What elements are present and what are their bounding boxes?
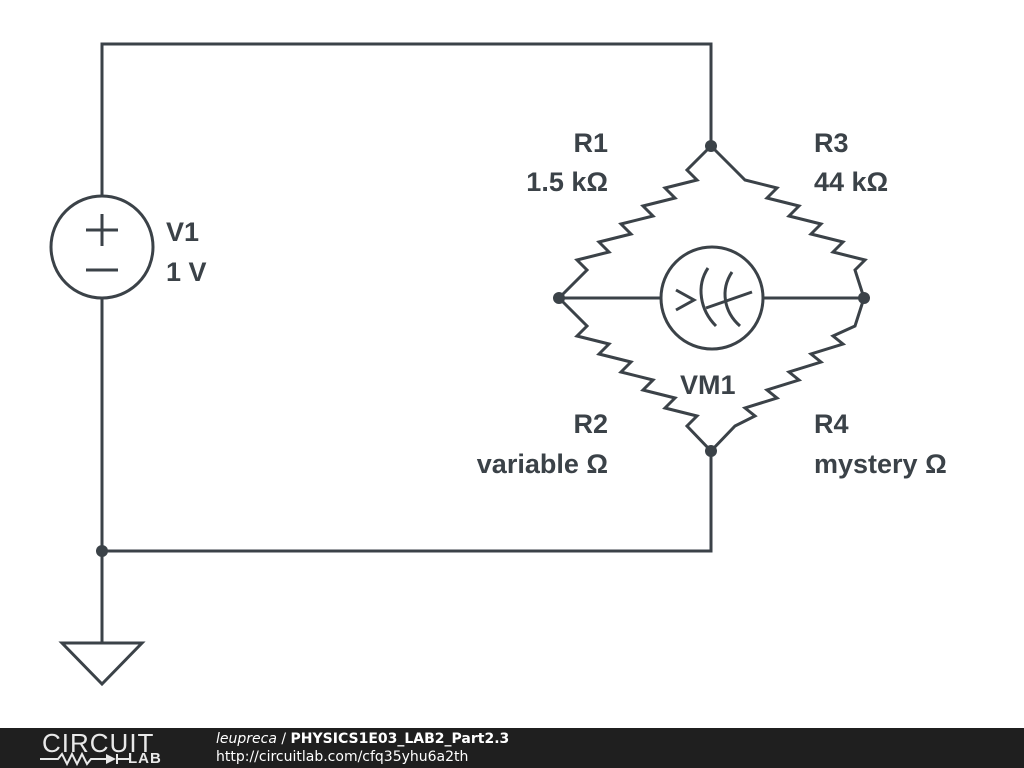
- label-r1-name: R1: [573, 128, 608, 158]
- footer-bar: CIRCUIT LAB leupreca / PHYSICS1E03_LAB2_…: [0, 728, 1024, 768]
- resistor-r1[interactable]: [557, 144, 713, 300]
- label-r2-name: R2: [573, 409, 608, 439]
- label-v1-value: 1 V: [166, 257, 207, 287]
- voltage-source-v1[interactable]: [49, 194, 155, 300]
- project-info: leupreca / PHYSICS1E03_LAB2_Part2.3 http…: [216, 730, 509, 766]
- label-r3-value: 44 kΩ: [814, 167, 888, 197]
- project-title[interactable]: PHYSICS1E03_LAB2_Part2.3: [290, 731, 510, 747]
- logo-resistor-icon: [40, 752, 130, 766]
- label-r3-name: R3: [814, 128, 849, 158]
- voltmeter-vm1[interactable]: [557, 245, 866, 351]
- junction-right: [858, 292, 870, 304]
- ground-symbol[interactable]: [58, 641, 146, 687]
- author-name[interactable]: leupreca: [216, 731, 277, 747]
- title-separator: /: [276, 731, 291, 747]
- label-v1-name: V1: [166, 217, 199, 247]
- label-r2-value: variable Ω: [477, 449, 608, 479]
- junction-top: [705, 140, 717, 152]
- project-url-link[interactable]: http://circuitlab.com/cfq35yhu6a2th: [216, 749, 469, 765]
- junction-bottom: [705, 445, 717, 457]
- resistor-r2[interactable]: [557, 296, 713, 453]
- label-r4-name: R4: [814, 409, 849, 439]
- resistor-r3[interactable]: [709, 144, 868, 299]
- label-r4-value: mystery Ω: [814, 449, 947, 479]
- wire-bottom: [100, 449, 713, 553]
- junction-left: [553, 292, 565, 304]
- resistor-r4[interactable]: [709, 297, 866, 453]
- label-vm1-name: VM1: [680, 370, 736, 400]
- label-r1-value: 1.5 kΩ: [526, 167, 608, 197]
- junction-ground: [96, 545, 108, 557]
- circuit-schematic: V1 1 V R1 1.5 kΩ R3 44 kΩ VM1 R2 variabl…: [49, 42, 947, 687]
- project-title-line: leupreca / PHYSICS1E03_LAB2_Part2.3: [216, 730, 509, 748]
- wire-top: [100, 42, 713, 197]
- logo-word-circuit: CIRCUIT: [42, 728, 155, 758]
- circuitlab-logo[interactable]: CIRCUIT LAB: [40, 728, 180, 767]
- logo-word-lab: LAB: [128, 750, 162, 767]
